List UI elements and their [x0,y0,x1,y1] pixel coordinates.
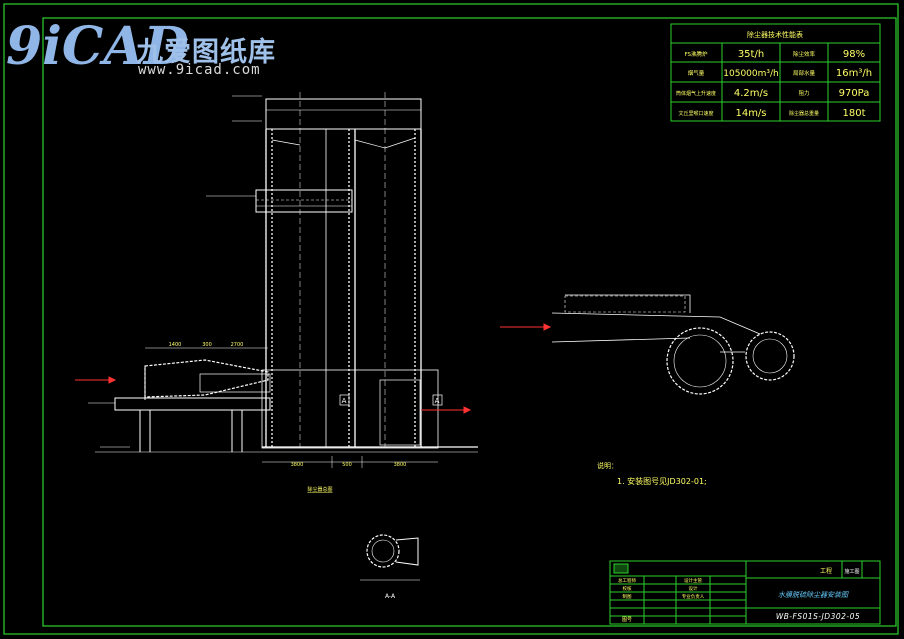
notes-title: 说明： [597,461,618,470]
dimension-label: 3800 [394,462,407,468]
spec-table: 除尘器技术性能表 FS沸腾炉 35t/h 除尘效率 98% 烟气量 105000… [670,23,881,122]
spec-value: 35t/h [738,49,764,60]
title-block [609,560,881,625]
logo-mark: 9iCAD [6,16,189,77]
dimension-label: 1400 [169,342,182,348]
dimension-label: 2700 [231,342,244,348]
title-block-sheet-label: 图号 [622,617,632,623]
site-logo[interactable]: 9iCAD 九爱图纸库 www.9icad.com [2,8,302,80]
spec-value: 970Pa [839,88,870,99]
spec-value: 4.2m/s [734,88,768,99]
title-block-role: 校核 [623,585,632,592]
title-block-stage: 施工图 [844,568,859,575]
title-block-role: 总工程师 [618,577,636,584]
section-marker-left-label: A [342,397,347,405]
spec-value: 14m/s [735,108,766,119]
spec-key: 文丘里喉口速度 [678,110,713,117]
dimension-label: 3800 [291,462,304,468]
spec-key: 烟气量 [688,69,705,77]
section-marker-left [339,394,350,406]
title-block-role: 制图 [623,593,632,600]
notes-line: 1. 安装图号见JD302-01; [617,476,707,486]
title-block-project-label: 工程 [820,567,832,575]
dimension-label: 500 [342,462,352,468]
spec-table-title: 除尘器技术性能表 [747,30,803,39]
section-marker-right-label: A [435,397,440,405]
spec-key: 除尘效率 [793,50,816,58]
logo-url: www.9icad.com [138,62,261,78]
section-aa-view [360,534,420,581]
logo-title: 九爱图纸库 [136,37,276,68]
spec-key: 除尘器总重量 [789,110,819,117]
spec-key: 局部水量 [793,69,816,77]
spec-value: 98% [843,49,865,60]
elevation-caption: 除尘器总图 [307,486,332,493]
section-aa-label: A-A [385,593,396,600]
spec-key: 阻力 [798,89,809,97]
spec-value: 105000m³/h [723,69,778,79]
title-block-role: 专业负责人 [682,593,705,600]
inner-frame [42,17,897,627]
dimension-label: 300 [202,342,212,348]
title-block-role: 设计 [689,585,698,592]
title-block-drawing-no: WB-FS01S-JD302-05 [776,612,860,621]
title-block-drawing-name: 水膜脱硫除尘器安装图 [778,591,849,599]
elevation-view [75,92,478,468]
spec-key: 筒体烟气上升速度 [676,90,716,97]
section-marker-right [432,394,443,406]
spec-value: 16m³/h [836,68,872,79]
spec-key: FS沸腾炉 [684,50,708,58]
plan-view [500,294,795,395]
outer-frame [3,3,899,635]
title-block-role: 设计主管 [684,577,702,584]
spec-value: 180t [842,108,865,119]
